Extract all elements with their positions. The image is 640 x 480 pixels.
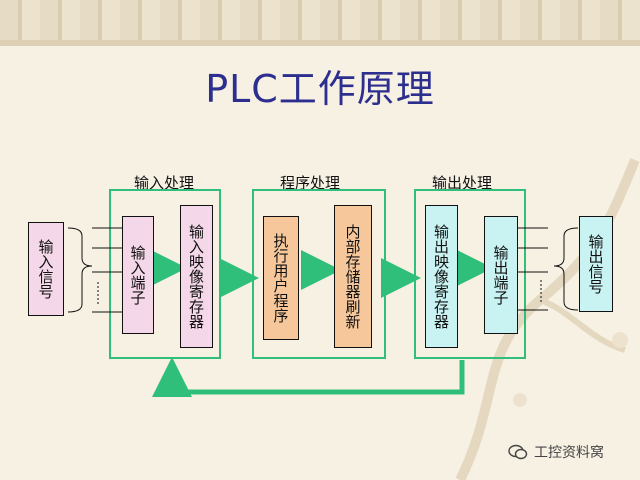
execute-user-program-box: 执行用户程序 [263,216,299,340]
input-terminal-box: 输入端子 [122,216,154,334]
internal-register-refresh-box: 内部存储器刷新 [334,205,372,348]
watermark-text: 工控资料窝 [534,445,604,461]
decorative-border [0,0,640,40]
program-processing-label: 程序处理 [280,174,341,192]
decorative-border-rule [0,40,640,46]
input-processing-label: 输入处理 [134,174,195,192]
input-image-register-box: 输入映像寄存器 [180,205,213,348]
output-image-register-box: 输出映像寄存器 [425,205,458,348]
output-terminal-box: 输出端子 [484,216,518,334]
input-wire-bracket [67,227,122,313]
page-title: PLC工作原理 [205,67,435,111]
flow-arrows [147,248,493,397]
output-processing-label: 输出处理 [432,174,493,192]
input-signal-box: 输入信号 [28,222,64,316]
output-wire-bracket [518,227,579,311]
watermark: 工控资料窝 [508,442,604,462]
wechat-icon [508,444,528,460]
output-signal-box: 输出信号 [579,216,613,312]
